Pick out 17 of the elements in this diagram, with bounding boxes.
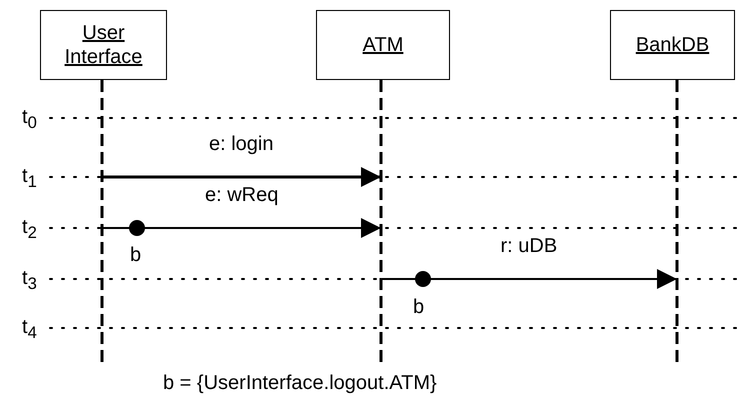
message-arrow [102, 167, 381, 187]
object-name: ATM [362, 33, 404, 57]
object-name: User Interface [64, 21, 144, 69]
time-label: t$_{2}$ [22, 216, 37, 244]
time-label: t$_{3}$ [22, 267, 37, 295]
message-label: e: login [209, 133, 274, 155]
event-label: b [130, 244, 142, 266]
message-arrow [102, 218, 381, 238]
event-label: b [413, 296, 424, 318]
message-arrow [381, 269, 677, 289]
message-label: r: uDB [500, 235, 558, 257]
object-name: BankDB [636, 33, 710, 57]
time-label: t$_{1}$ [22, 165, 37, 193]
time-label: t$_{0}$ [22, 106, 37, 134]
caption: b = {UserInterface.logout.ATM} [163, 372, 437, 394]
message-label: e: wReq [205, 184, 278, 206]
time-label: t$_{4}$ [22, 316, 37, 344]
